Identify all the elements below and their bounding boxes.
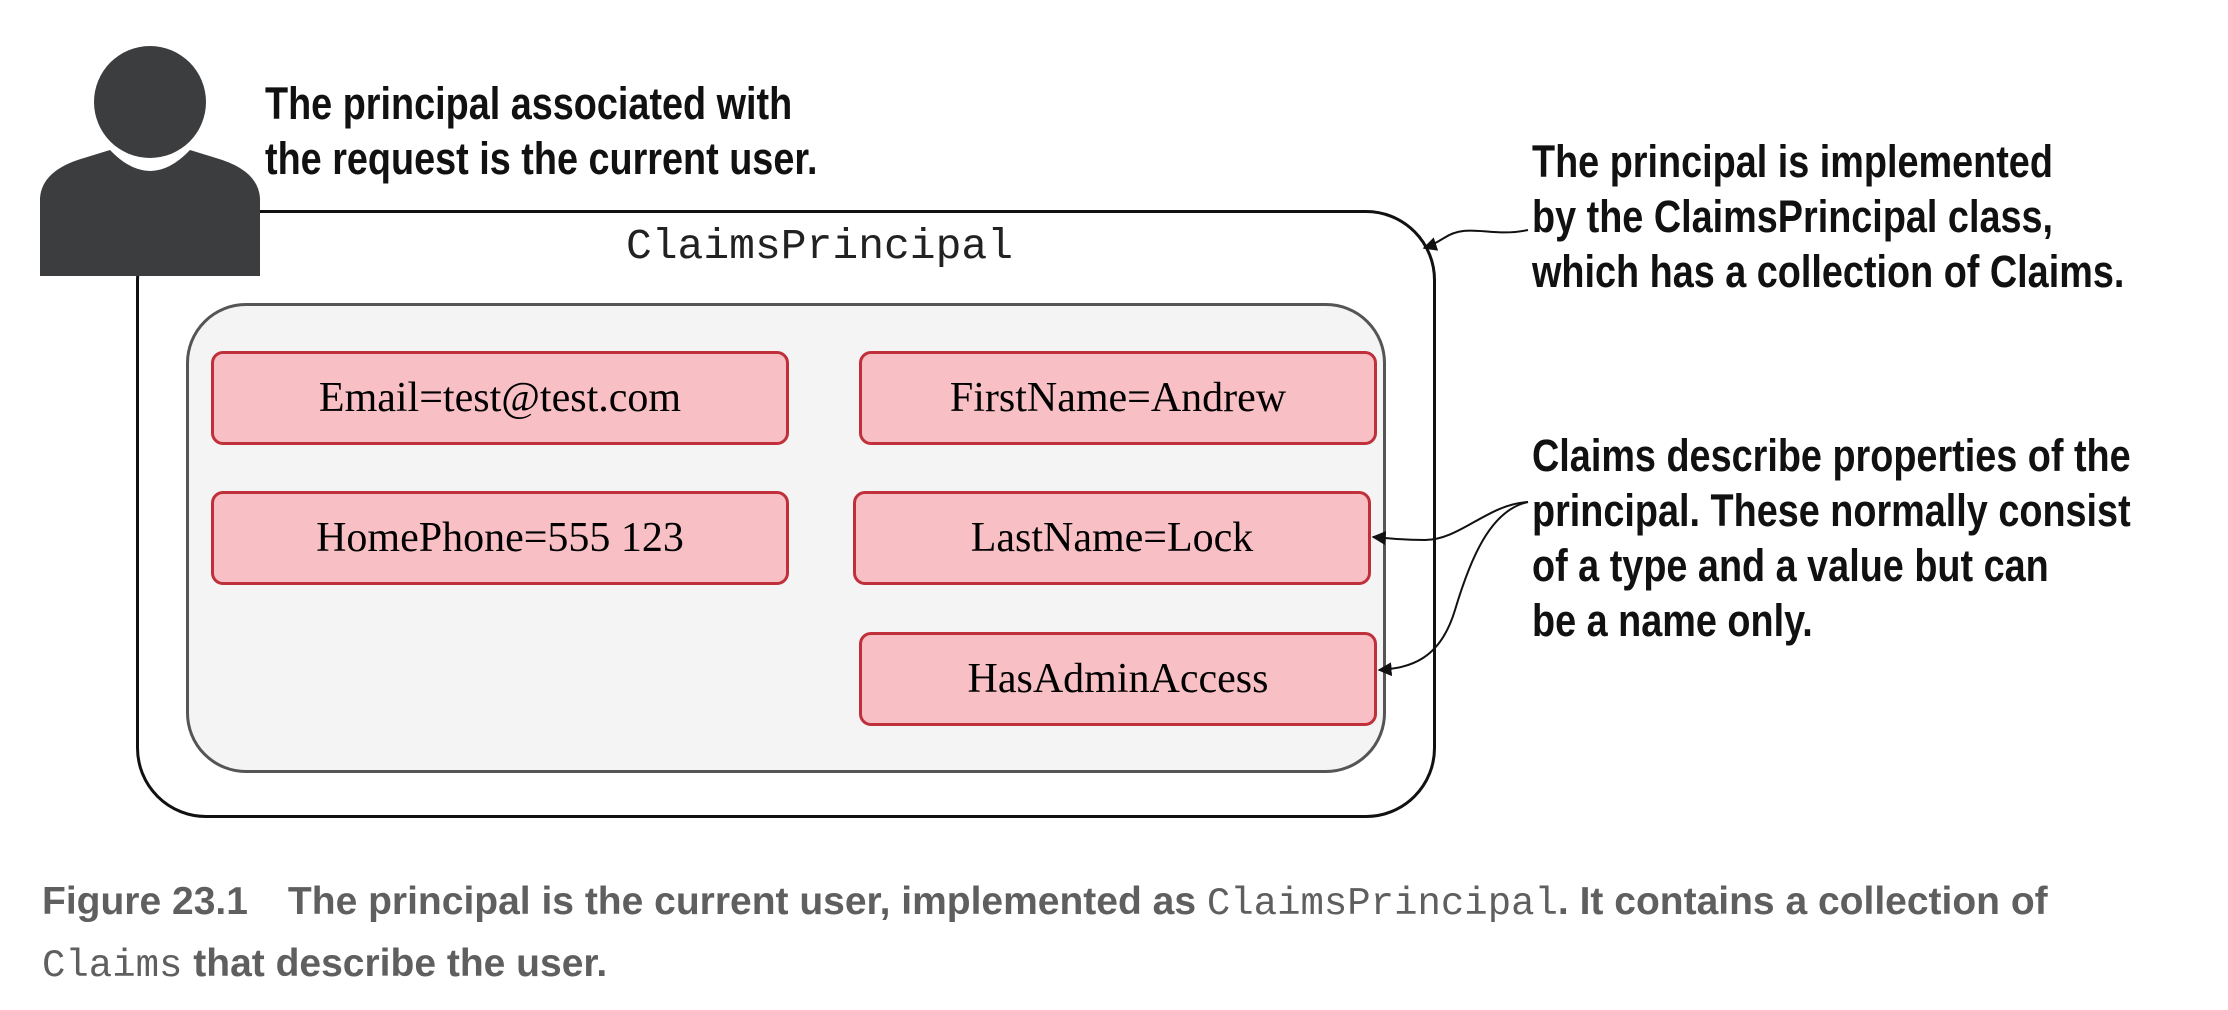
claims-principal-title: ClaimsPrincipal [625, 222, 1014, 271]
annotation-claims-line: of a type and a value but can [1532, 540, 2049, 591]
annotation-principal-class-line: The principal is implemented [1532, 136, 2053, 187]
annotation-claims-line: Claims describe properties of the [1532, 430, 2131, 481]
arrow-to-principal-box [1422, 229, 1529, 251]
claim-email: Email=test@test.com [211, 351, 789, 445]
caption-code: ClaimsPrincipal [1206, 882, 1558, 926]
annotation-claims: Claims describe properties of the princi… [1532, 428, 2131, 648]
claim-last-name: LastName=Lock [853, 491, 1371, 585]
caption-text: The principal is the current user, imple… [287, 880, 1207, 923]
arrow-to-hasadmin-claim [1377, 501, 1529, 677]
annotation-principal-class: The principal is implemented by the Clai… [1532, 134, 2124, 299]
annotation-claims-line: be a name only. [1532, 595, 1813, 646]
annotation-principal-class-line: which has a collection of Claims. [1532, 246, 2125, 297]
claim-home-phone: HomePhone=555 123 [211, 491, 789, 585]
annotation-current-user: The principal associated with the reques… [265, 76, 817, 186]
caption-text: that describe the user. [182, 942, 608, 985]
claim-has-admin-access: HasAdminAccess [859, 632, 1377, 726]
figure-label: Figure 23.1 [42, 880, 248, 923]
claim-first-name: FirstName=Andrew [859, 351, 1377, 445]
user-icon [40, 46, 260, 276]
figure-caption: Figure 23.1 The principal is the current … [42, 872, 2192, 996]
caption-text: . It contains a collection of [1557, 880, 2048, 923]
annotation-claims-line: principal. These normally consist [1532, 485, 2131, 536]
annotation-current-user-line: The principal associated with [265, 78, 793, 129]
caption-code: Claims [42, 944, 183, 988]
arrow-to-lastname-claim [1371, 501, 1529, 546]
annotation-principal-class-line: by the ClaimsPrincipal class, [1532, 191, 2054, 242]
annotation-current-user-line: the request is the current user. [265, 133, 818, 184]
